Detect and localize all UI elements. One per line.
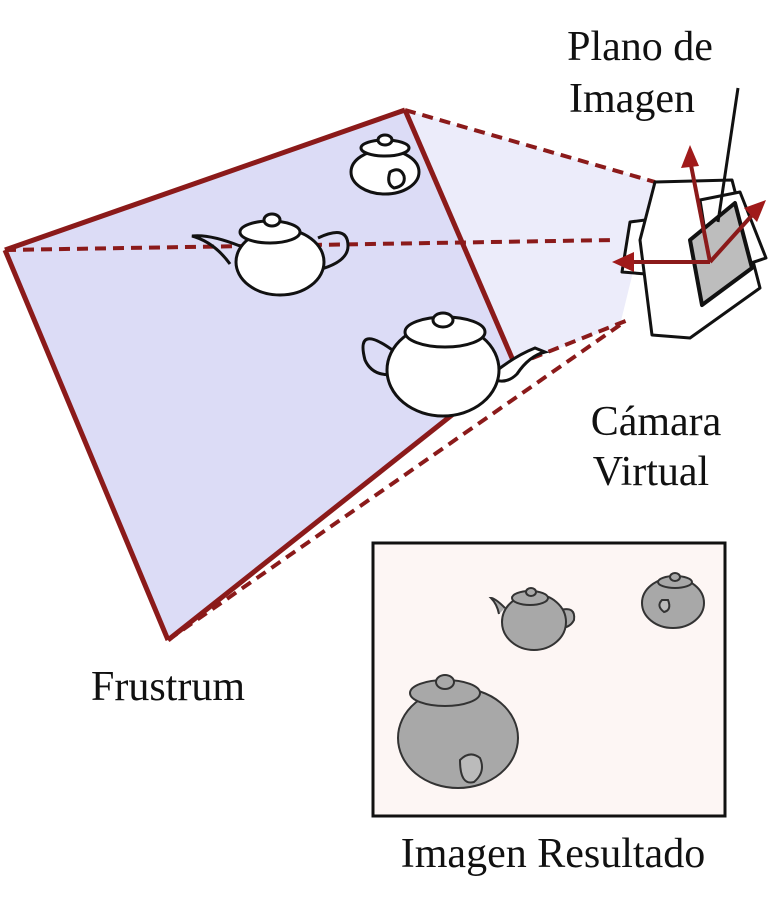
image-plane-label-line1: Plano de (567, 24, 713, 70)
rendered-teapot-large-icon (397, 674, 519, 789)
image-plane-label-line2: Imagen (569, 76, 695, 122)
camera-axes-icon (612, 145, 766, 272)
image-plane-pointer (716, 87, 740, 223)
camera-label-line2: Virtual (593, 449, 709, 495)
frustum-label: Frustrum (91, 664, 245, 710)
teapot-small-icon (349, 133, 421, 196)
result-image-label: Imagen Resultado (401, 831, 705, 877)
teapot-large-icon (361, 311, 550, 418)
rendered-teapots (397, 572, 705, 789)
rendered-teapot-small-icon (641, 572, 705, 629)
teapot-medium-icon (191, 212, 350, 297)
camera-label-line1: Cámara (591, 399, 722, 445)
rendered-teapot-medium-icon (488, 587, 576, 651)
